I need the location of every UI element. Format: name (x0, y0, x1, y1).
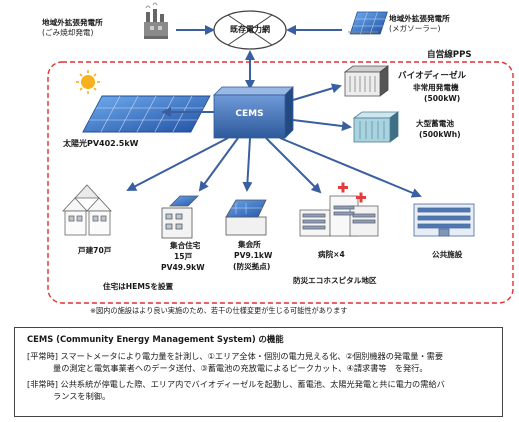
solar-array-main-icon (82, 95, 211, 133)
apartment-label-1: 集合住宅 (170, 241, 201, 250)
mega-solar-plant-icon (349, 11, 388, 35)
waste-incineration-plant-icon (144, 2, 168, 39)
battery-label-1: 大型蓄電池 (416, 119, 454, 128)
cems-function-note: CEMS (Community Energy Management System… (14, 327, 503, 417)
battery-label-2: (500kWh) (419, 130, 461, 139)
community-label-1: 集会所 (238, 240, 261, 249)
cems-label: CEMS (235, 109, 264, 119)
public-building-icon (413, 203, 475, 237)
note-title: CEMS (Community Energy Management System… (27, 334, 284, 344)
remote-plant-left-label: 地域外拡張発電所 (42, 18, 103, 27)
detached-house-icon (62, 184, 112, 236)
apartment-label-2: 15戸 (174, 252, 193, 261)
pps-area-border (47, 61, 514, 304)
note-line-2: 量の測定と電気事業者へのデータ送付、③蓄電池の充放電によるピークカット、④請求書… (53, 363, 428, 373)
apartment-building-icon (161, 195, 199, 239)
biodiesel-label-1: バイオディーゼル (398, 71, 467, 81)
note-line-1: [平常時] スマートメータにより電力量を計測し、①エリア全体・個別の電力見える化… (27, 351, 444, 361)
solar-main-label: 太陽光PV402.5kW (63, 139, 139, 148)
note-line-4: ランスを制御。 (53, 391, 111, 401)
remote-plant-left-sub: (ごみ焼却発電) (42, 28, 94, 37)
apartment-label-3: PV49.9kW (161, 263, 205, 272)
cems-box (213, 86, 294, 139)
hems-label: 住宅はHEMSを設置 (103, 282, 174, 291)
hospital-label: 病院×4 (318, 250, 345, 259)
pps-label: 自営線PPS (427, 50, 472, 60)
hospital-icon (299, 195, 379, 237)
note-line-3: [非常時] 公共系統が停電した際、エリア内でバイオディーゼルを起動し、蓄電池、太… (27, 379, 445, 389)
community-hall-icon (225, 199, 267, 236)
red-cross-icon (338, 182, 366, 203)
houses-label: 戸建70戸 (78, 246, 112, 255)
community-label-2: PV9.1kW (234, 251, 273, 260)
footnote: ※図内の施設はより良い実施のため、若干の仕様変更が生じる可能性があります (90, 306, 348, 315)
biodiesel-generator-icon (343, 65, 390, 97)
public-building-label: 公共施設 (432, 250, 463, 259)
hospital-area-label: 防災エコホスピタル地区 (293, 276, 377, 285)
biodiesel-label-2: 非常用発電機 (413, 83, 459, 92)
remote-plant-right-sub: (メガソーラー) (389, 24, 441, 33)
community-label-3: (防災拠点) (233, 262, 271, 271)
sun-icon (76, 70, 100, 94)
remote-plant-right-label: 地域外拡張発電所 (389, 14, 450, 23)
battery-icon (352, 111, 400, 143)
grid-label: 既存電力網 (230, 25, 270, 34)
biodiesel-label-3: (500kW) (424, 94, 461, 103)
